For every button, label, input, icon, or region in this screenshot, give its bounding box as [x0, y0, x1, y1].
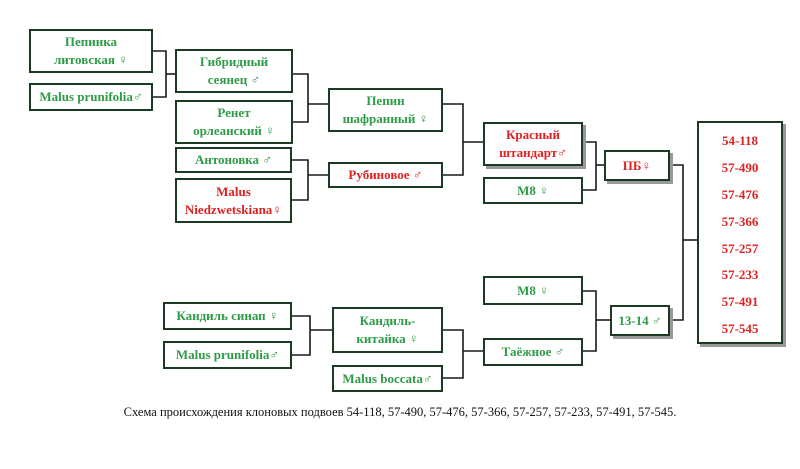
connector-line — [293, 73, 309, 123]
node-label: Malus prunifolia♂ — [39, 88, 142, 106]
node-label-line: Таёжное ♂ — [501, 344, 565, 360]
node-krasny-shtandart: Красный штандарт♂ — [483, 122, 583, 166]
clone-label: 57-490 — [721, 159, 759, 175]
node-label-line: Ренет — [217, 105, 251, 121]
node-label-line: Пепинка — [64, 34, 118, 50]
clone-list-box: 54-118 57-490 57-476 57-366 57-257 57-23… — [697, 121, 783, 344]
node-tayozhnoe: Таёжное ♂ — [483, 338, 583, 366]
connector-line — [153, 50, 167, 98]
node-label-line: Malus prunifolia♂ — [175, 347, 280, 363]
clone-label: 57-491 — [721, 294, 759, 310]
connector-line — [670, 164, 684, 321]
node-m8-bottom: М8 ♀ — [483, 276, 583, 305]
node-13-14: 13-14 ♂ — [610, 305, 670, 336]
node-malus-prunifolia-bottom: Malus prunifolia♂ — [163, 341, 292, 369]
node-pb: ПБ♀ — [604, 150, 670, 181]
node-label: 13-14 ♂ — [618, 312, 661, 330]
node-label-line: Рубиновое ♂ — [348, 167, 423, 183]
node-malus-baccata: Malus boccata♂ — [332, 365, 443, 392]
connector-line — [443, 103, 464, 176]
node-label: М8 ♀ — [517, 282, 549, 300]
node-label: Антоновка ♂ — [195, 151, 272, 169]
node-label-line: орлеанский ♀ — [193, 123, 275, 138]
node-label: Malus prunifolia♂ — [176, 346, 279, 364]
node-label-line: Пепин — [366, 93, 405, 109]
node-label-line: штандарт♂ — [499, 145, 567, 160]
node-label: Пепин шафранный ♀ — [343, 92, 429, 127]
node-label-line: 13-14 ♂ — [618, 312, 662, 328]
node-gibridny-seyanets: Гибридный сеянец ♂ — [175, 49, 293, 93]
node-antonovka: Антоновка ♂ — [175, 147, 292, 173]
connector-line — [583, 141, 597, 191]
node-label: Красный штандарт♂ — [499, 126, 567, 161]
node-m8-top: М8 ♀ — [483, 177, 583, 204]
node-label-line: Malus — [216, 183, 251, 199]
node-label: Рубиновое ♂ — [348, 166, 422, 184]
connector-line — [583, 290, 597, 352]
node-kandil-kitayka: Кандиль-китайка ♀ — [332, 307, 443, 353]
diagram-caption: Схема происхождения клоновых подвоев 54-… — [123, 405, 677, 419]
clone-label: 57-366 — [721, 213, 759, 229]
node-label: Malus boccata♂ — [342, 370, 432, 388]
node-label-line: Malus boccata♂ — [342, 370, 433, 386]
node-rubinovoe: Рубиновое ♂ — [328, 162, 443, 188]
clone-label: 54-118 — [721, 133, 759, 148]
node-malus-prunifolia-top: Malus prunifolia♂ — [29, 83, 153, 111]
node-label: Гибридный сеянец ♂ — [200, 53, 268, 88]
clone-label: 57-233 — [721, 267, 759, 283]
node-label-line: китайка ♀ — [356, 331, 419, 346]
node-label: М8 ♀ — [517, 182, 549, 200]
node-kandil-sinap: Кандиль синап ♀ — [163, 302, 292, 330]
node-label-line: Гибридный — [199, 54, 269, 70]
node-label-line: Антоновка ♂ — [194, 152, 273, 168]
node-label-line: Niedzwetskiana♀ — [184, 201, 283, 217]
connector-line — [443, 329, 464, 379]
node-pepinka-litovskaya: Пепинка литовская ♀ — [29, 29, 153, 73]
node-label: ПБ♀ — [623, 157, 651, 175]
node-label-line: ПБ♀ — [622, 157, 652, 173]
node-label-line: сеянец ♂ — [207, 72, 261, 87]
node-label-line: шафранный ♀ — [342, 111, 429, 126]
clone-label: 57-476 — [721, 186, 759, 202]
node-label-line: М8 ♀ — [517, 282, 549, 298]
node-label: Пепинка литовская ♀ — [54, 33, 128, 68]
node-label-line: Красный — [505, 127, 561, 143]
node-label: Кандиль синап ♀ — [176, 307, 278, 325]
connector-line — [292, 315, 311, 356]
node-label: Таёжное ♂ — [502, 343, 565, 361]
node-label: Ренет орлеанский ♀ — [193, 104, 275, 139]
node-pepin-shafranny: Пепин шафранный ♀ — [328, 88, 443, 132]
node-label-line: Кандиль синап ♀ — [176, 308, 279, 324]
clone-label: 57-545 — [721, 321, 759, 337]
node-renet-orleansky: Ренет орлеанский ♀ — [175, 100, 293, 144]
node-label-line: литовская ♀ — [54, 52, 128, 67]
node-label: Кандиль-китайка ♀ — [356, 312, 418, 347]
node-label-line: М8 ♀ — [517, 182, 549, 198]
clone-label: 57-257 — [721, 240, 759, 256]
connector-line — [292, 159, 309, 201]
node-label-line: Кандиль- — [359, 313, 416, 329]
node-label-line: Malus prunifolia♂ — [39, 89, 143, 105]
